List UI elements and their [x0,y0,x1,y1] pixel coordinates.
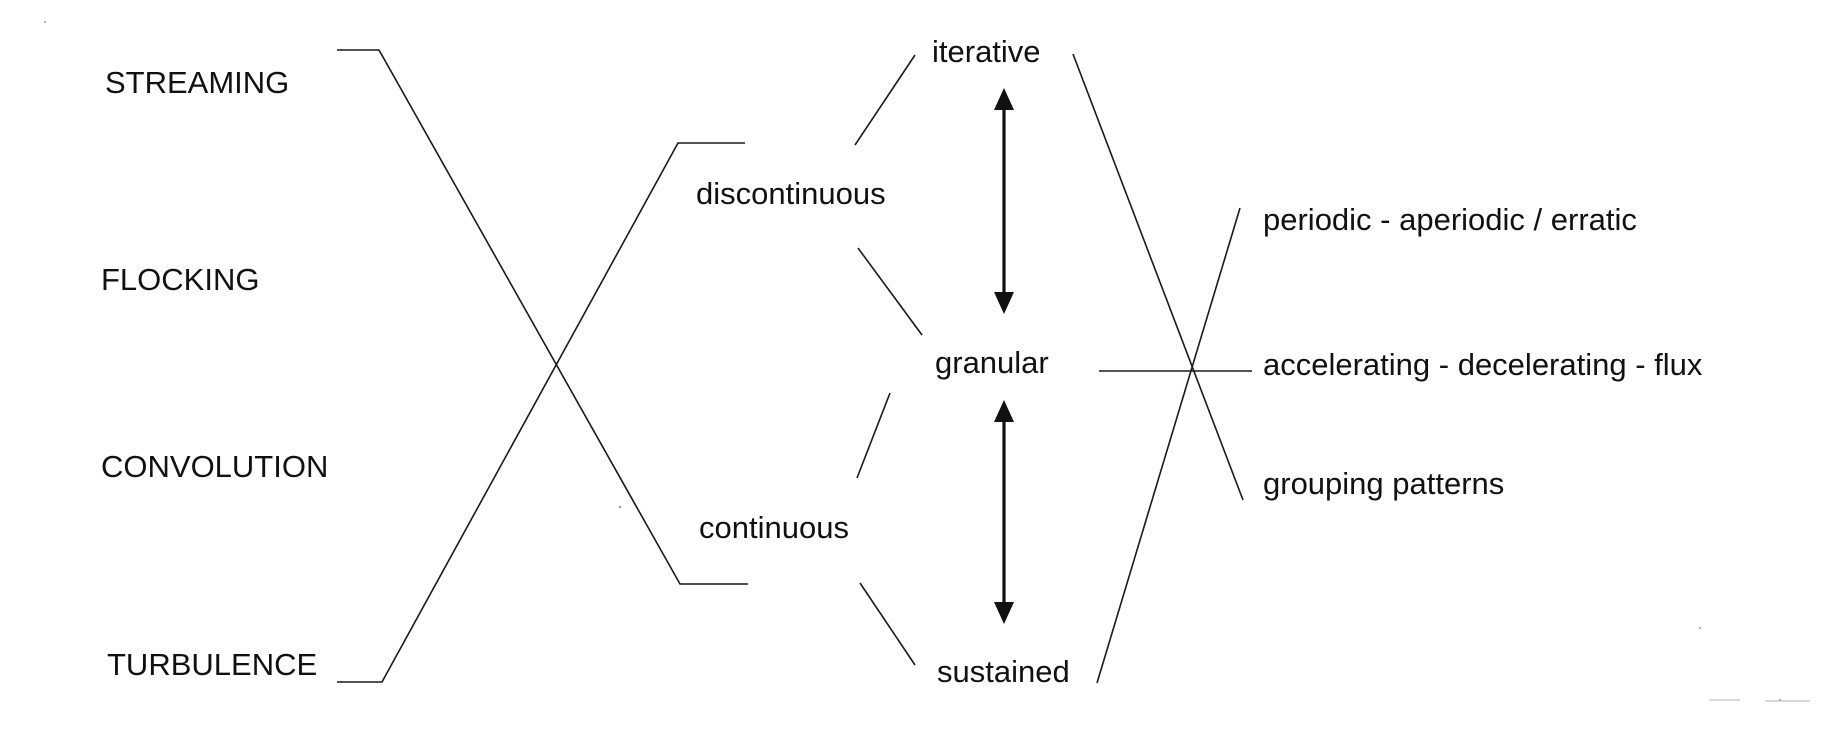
label-streaming: STREAMING [105,65,289,100]
label-discontinuous: discontinuous [696,176,886,211]
label-turbulence: TURBULENCE [107,647,317,682]
arrowhead-up-icon [994,88,1014,110]
branch-continuous-granular [856,392,891,479]
label-iterative: iterative [932,34,1041,69]
branch-discontinuous-iterative [854,54,916,146]
connector-iterative-grouping [1072,53,1244,501]
arrowhead-up-icon [994,400,1014,422]
connector-turbulence-discontinuous [337,142,745,683]
label-grouping: grouping patterns [1263,466,1504,501]
connector-streaming-continuous [337,49,748,585]
arrowhead-down-icon [994,602,1014,624]
right-cross-connector [1072,53,1252,684]
label-granular: granular [935,345,1049,380]
double-arrow-iterative-granular [994,88,1014,314]
label-flocking: FLOCKING [101,262,259,297]
label-accelerating: accelerating - decelerating - flux [1263,347,1703,382]
left-cross-connector [337,49,748,683]
label-continuous: continuous [699,510,849,545]
label-convolution: CONVOLUTION [101,449,328,484]
label-periodic: periodic - aperiodic / erratic [1263,202,1637,237]
arrowhead-down-icon [994,292,1014,314]
double-arrow-granular-sustained [994,400,1014,624]
connector-sustained-periodic [1096,207,1241,684]
scan-specks [44,21,1810,702]
branch-connectors [854,54,923,666]
branch-continuous-sustained [859,582,916,666]
label-sustained: sustained [937,654,1070,689]
branch-discontinuous-granular [857,247,923,336]
